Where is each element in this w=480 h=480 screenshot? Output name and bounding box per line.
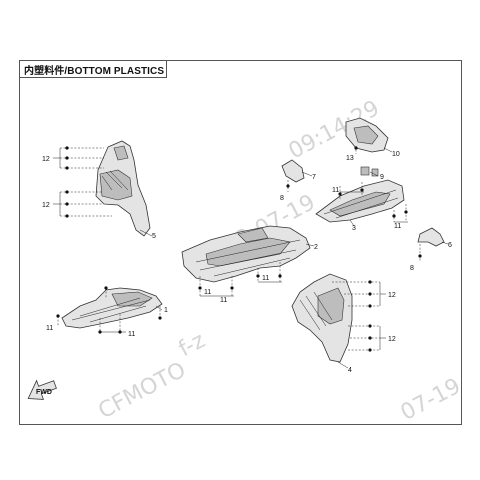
callout-11-center-bottom: 11 [220, 297, 227, 304]
callout-2: 2 [314, 244, 318, 251]
part-2-center-floor-panel [181, 225, 311, 283]
callout-11-center-left: 11 [204, 289, 211, 296]
title-box [19, 60, 167, 78]
callout-11-left: 11 [46, 325, 53, 332]
part-7-bracket [281, 159, 305, 183]
callout-3: 3 [352, 225, 356, 232]
callout-8-upper: 8 [280, 195, 284, 202]
callout-4: 4 [348, 367, 352, 374]
callout-10: 10 [392, 151, 400, 158]
part-4-right-side-panel [291, 273, 353, 363]
part-5-left-side-panel [95, 140, 151, 237]
part-3-rear-floor-tray [315, 179, 405, 223]
part-6-bracket [417, 227, 445, 247]
part-1-left-floor-guard [61, 287, 163, 329]
callout-12-left-lower: 12 [42, 202, 50, 209]
callout-5: 5 [152, 233, 156, 240]
callout-7: 7 [312, 174, 316, 181]
callout-11-center-right: 11 [262, 275, 269, 282]
callout-12-left-upper: 12 [42, 156, 50, 163]
watermark-text-2: f-z [175, 328, 210, 362]
watermark-text-5: 07-19 [397, 374, 465, 426]
callout-11-tray-right: 11 [394, 223, 401, 230]
callout-11-tray-top: 11 [332, 187, 339, 194]
fwd-label: FWD [36, 389, 52, 396]
page-title: 内塑料件/BOTTOM PLASTICS [24, 66, 165, 77]
callout-12-right-upper: 12 [388, 292, 396, 299]
callout-9: 9 [380, 174, 384, 181]
callout-1: 1 [164, 307, 168, 314]
fwd-arrow: FWD [27, 379, 57, 400]
part-9-clip [360, 166, 379, 177]
callout-6: 6 [448, 242, 452, 249]
watermark-text-1: CFMOTO [94, 358, 190, 425]
callout-12-right-lower: 12 [388, 336, 396, 343]
callout-11-left-floor: 11 [128, 331, 135, 338]
callout-13: 13 [346, 155, 354, 162]
diagram-frame [19, 60, 462, 425]
callout-8-lower: 8 [410, 265, 414, 272]
part-10-upper-cover [345, 117, 389, 153]
